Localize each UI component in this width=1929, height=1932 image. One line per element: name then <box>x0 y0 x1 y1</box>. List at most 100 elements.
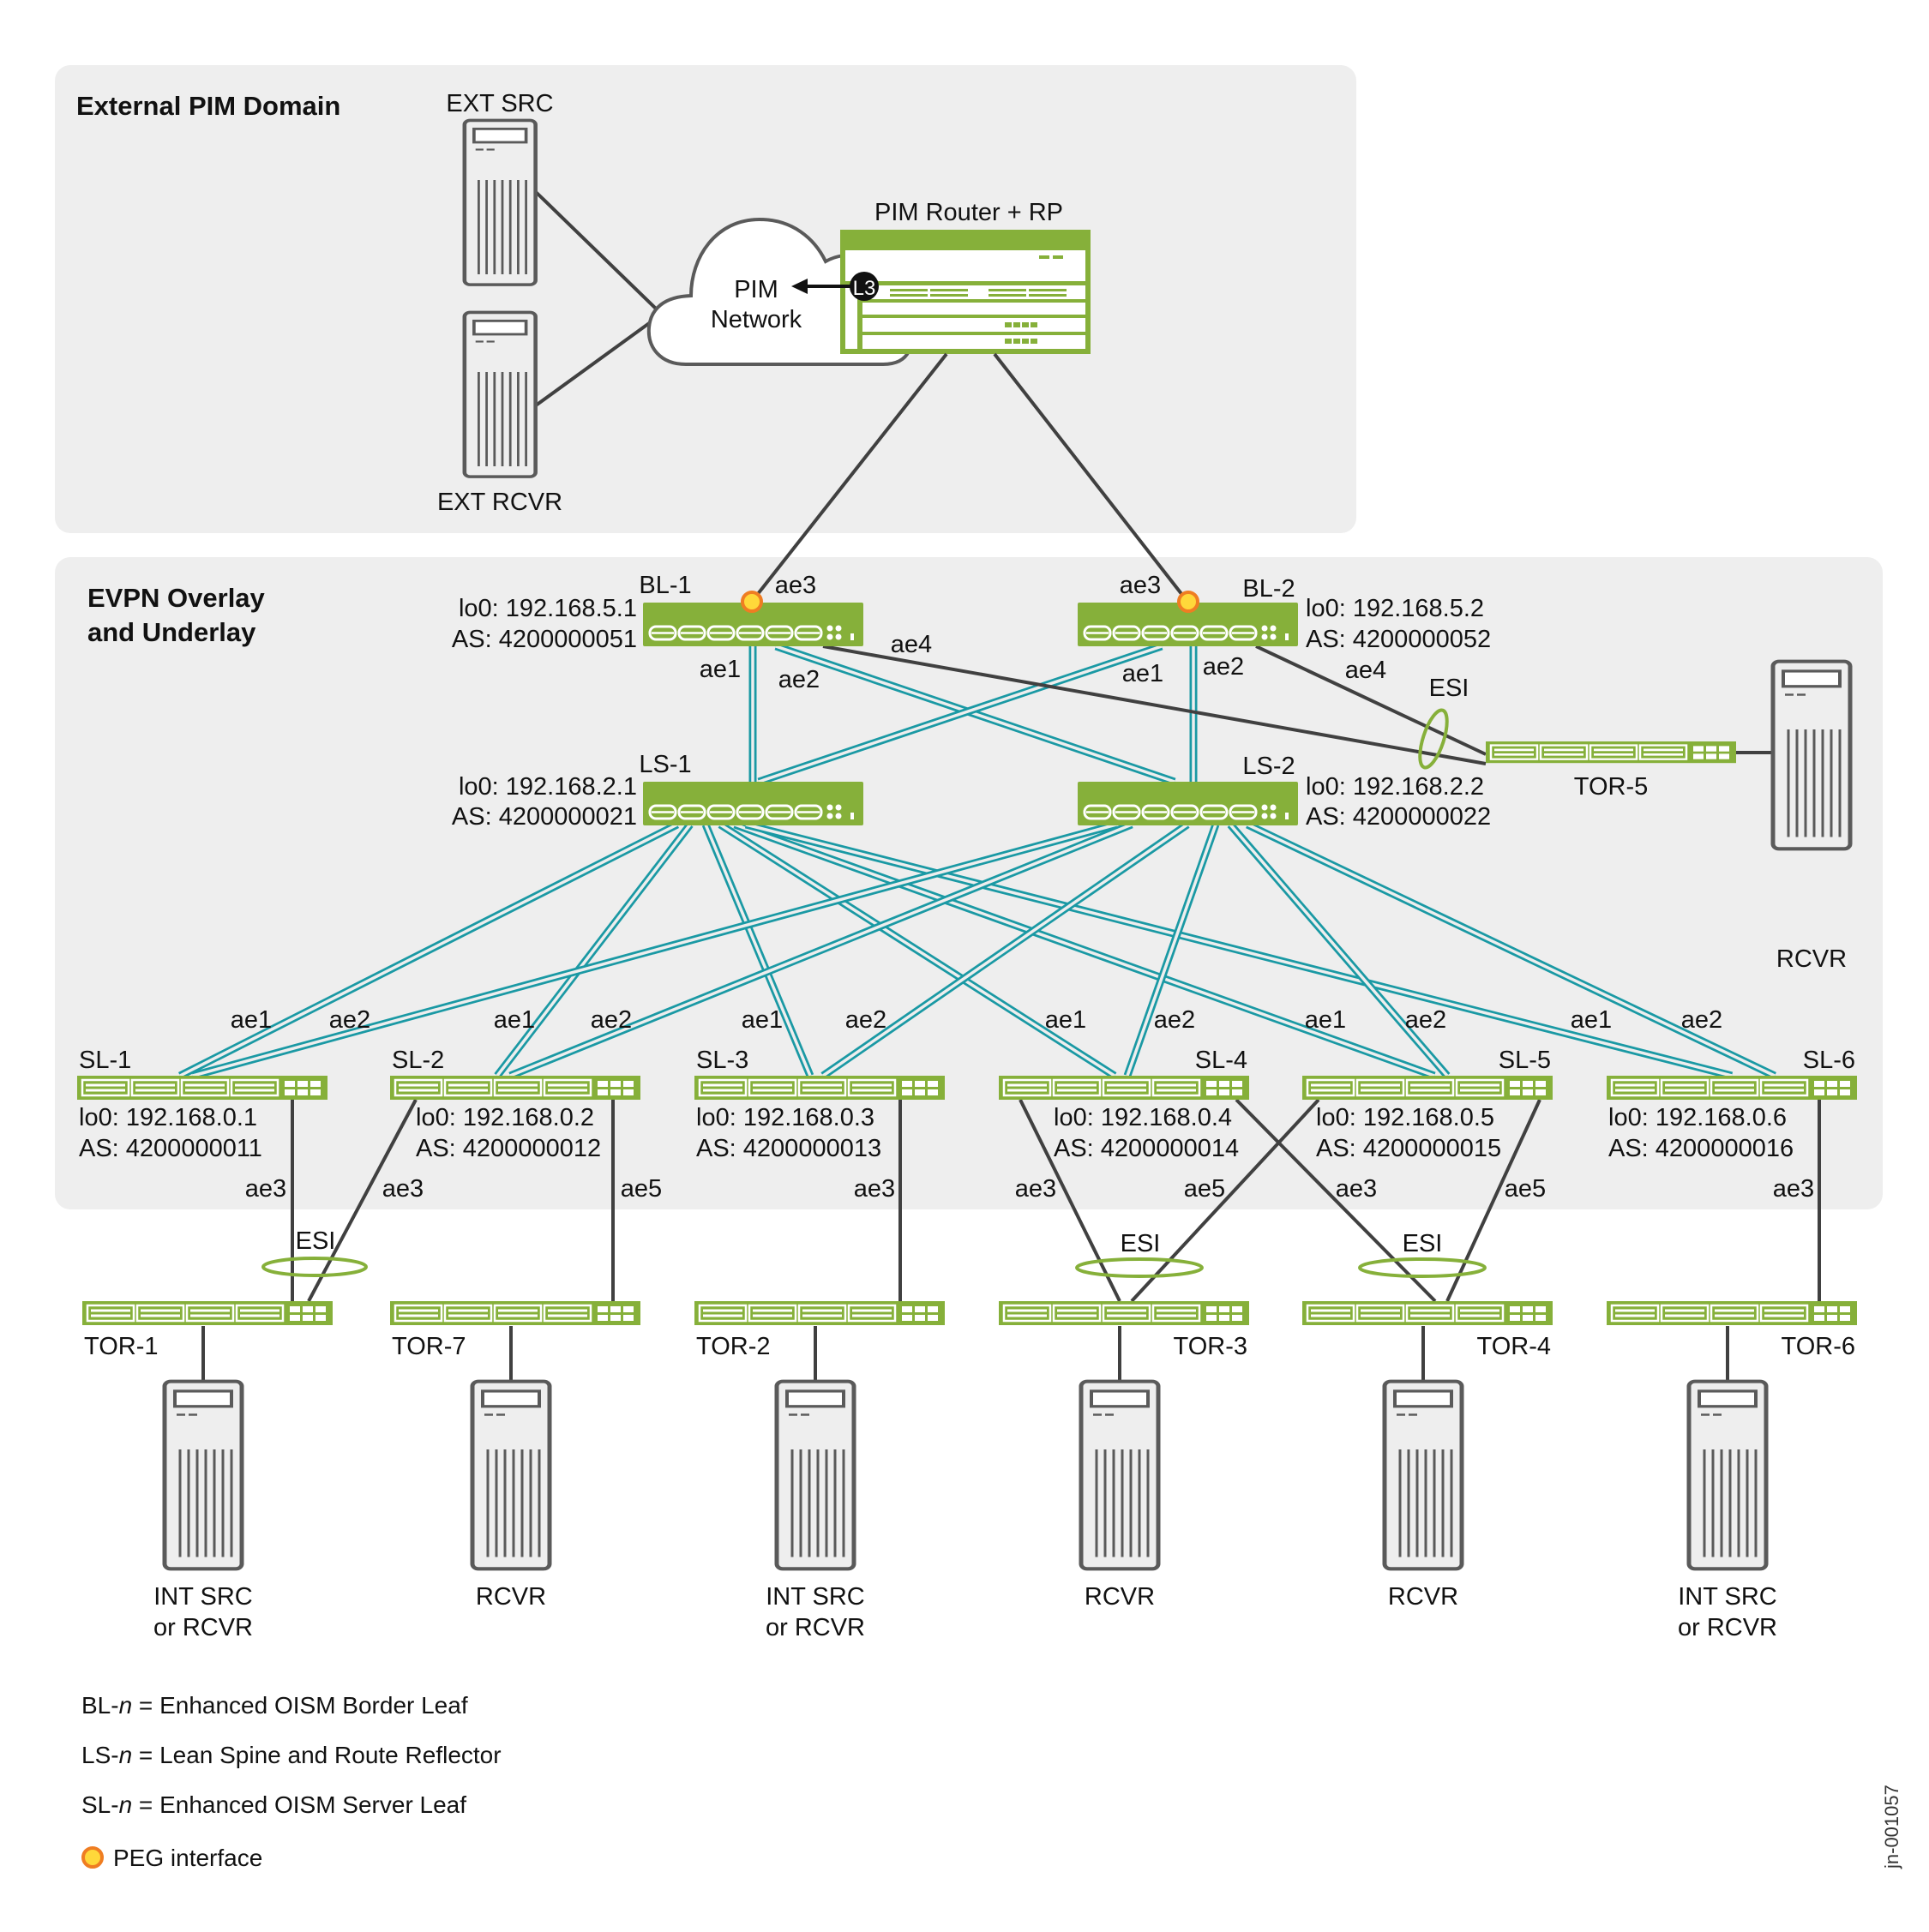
ls1-lo0: lo0: 192.168.2.1 <box>459 773 637 801</box>
tor5-rcvr-label: RCVR <box>1776 945 1847 973</box>
sl6-switch[interactable] <box>1605 1074 1859 1101</box>
cloud-label-line2: Network <box>711 306 802 333</box>
tor7-switch[interactable] <box>388 1299 642 1327</box>
sl2-as: AS: 4200000012 <box>416 1135 601 1162</box>
sl4-lo0: lo0: 192.168.0.4 <box>1054 1104 1232 1131</box>
tor1-switch[interactable] <box>81 1299 334 1327</box>
sl3-ae3: ae3 <box>854 1175 895 1203</box>
bl2-ae1: ae1 <box>1122 660 1163 687</box>
sl4-ae1: ae1 <box>1045 1006 1086 1034</box>
link-bl1-ls2 <box>774 642 1176 786</box>
tor5-switch[interactable] <box>1484 740 1738 765</box>
link-bl2-tor5 <box>1255 645 1487 756</box>
link-ls2-sl6 <box>1246 820 1776 1080</box>
sl2-name: SL-2 <box>392 1047 444 1074</box>
legend-ls: LS-n = Lean Spine and Route Reflector <box>81 1742 502 1768</box>
link-ls1-sl3 <box>701 823 814 1077</box>
bl2-lo0: lo0: 192.168.5.2 <box>1306 595 1484 622</box>
tor1-name: TOR-1 <box>84 1333 158 1360</box>
sl1-switch[interactable] <box>75 1074 329 1101</box>
ls2-switch[interactable] <box>1076 780 1300 827</box>
sl4-switch[interactable] <box>997 1074 1251 1101</box>
link-ls1-sl6 <box>744 820 1734 1080</box>
sl3-as: AS: 4200000013 <box>696 1135 881 1162</box>
link-ls2-sl3 <box>820 821 1190 1079</box>
ls2-as: AS: 4200000022 <box>1306 803 1491 831</box>
sl4-name: SL-4 <box>1195 1047 1247 1074</box>
tor2-server-icon <box>777 1382 854 1569</box>
pim-router-label: PIM Router + RP <box>874 199 1063 226</box>
bl1-ae1: ae1 <box>700 656 741 683</box>
link-ls2-sl1 <box>191 820 1118 1080</box>
tor1-server-label: or RCVR <box>153 1614 253 1641</box>
sl4-ae2: ae2 <box>1154 1006 1195 1034</box>
document-id: jn-001057 <box>1881 1785 1902 1869</box>
external-region-title: External PIM Domain <box>76 91 340 121</box>
tor2-switch[interactable] <box>693 1299 946 1327</box>
tor6-switch[interactable] <box>1605 1299 1859 1327</box>
sl5-as: AS: 4200000015 <box>1316 1135 1501 1162</box>
link-extsrc-cloud <box>534 190 658 310</box>
bl1-ae3: ae3 <box>775 572 816 599</box>
l3-badge-label: L3 <box>853 277 876 300</box>
sl5-ae1: ae1 <box>1305 1006 1346 1034</box>
tor4-switch[interactable] <box>1301 1299 1554 1327</box>
sl1-as: AS: 4200000011 <box>79 1135 262 1162</box>
sl5-lo0: lo0: 192.168.0.5 <box>1316 1104 1494 1131</box>
evpn-region-title-line2: and Underlay <box>87 617 256 647</box>
bl2-as: AS: 4200000052 <box>1306 626 1491 653</box>
sl5-ae3: ae3 <box>1336 1175 1377 1203</box>
bl2-ae4: ae4 <box>1345 657 1386 684</box>
link-ls1-sl2 <box>494 822 694 1078</box>
pim-router-icon <box>840 230 1091 354</box>
sl2-switch[interactable] <box>388 1074 642 1101</box>
tor3-name: TOR-3 <box>1174 1333 1247 1360</box>
ext-rcvr-label: EXT RCVR <box>437 489 562 516</box>
sl3-ae1: ae1 <box>742 1006 783 1034</box>
esi-tor1-label: ESI <box>296 1227 336 1255</box>
ext-src-server-icon <box>465 120 536 285</box>
bl1-as: AS: 4200000051 <box>452 626 637 653</box>
bl2-ae2: ae2 <box>1203 653 1244 681</box>
sl5-switch[interactable] <box>1301 1074 1554 1101</box>
esi-tor5-label: ESI <box>1429 675 1469 702</box>
esi-tor4-label: ESI <box>1403 1230 1443 1257</box>
sl2-ae5: ae5 <box>621 1175 662 1203</box>
sl2-ae3: ae3 <box>382 1175 424 1203</box>
sl5-name: SL-5 <box>1499 1047 1551 1074</box>
link-bl2-ls1 <box>757 642 1163 786</box>
sl1-lo0: lo0: 192.168.0.1 <box>79 1104 257 1131</box>
legend-bl: BL-n = Enhanced OISM Border Leaf <box>81 1692 468 1719</box>
tor1-server-icon <box>165 1382 242 1569</box>
link-ls1-sl5 <box>733 820 1436 1080</box>
sl1-name: SL-1 <box>79 1047 131 1074</box>
legend-peg-icon <box>81 1846 104 1869</box>
tor4-server-icon <box>1385 1382 1462 1569</box>
tor6-server-icon <box>1689 1382 1766 1569</box>
ls1-switch[interactable] <box>641 780 865 827</box>
ext-src-label: EXT SRC <box>446 90 553 117</box>
sl6-ae1: ae1 <box>1571 1006 1612 1034</box>
tor3-server-label: RCVR <box>1085 1583 1155 1611</box>
sl3-switch[interactable] <box>693 1074 946 1101</box>
bl2-ae3: ae3 <box>1120 572 1161 599</box>
sl3-ae2: ae2 <box>845 1006 886 1034</box>
sl3-lo0: lo0: 192.168.0.3 <box>696 1104 874 1131</box>
sl5-ae2: ae2 <box>1405 1006 1446 1034</box>
bl1-ae4: ae4 <box>891 631 932 658</box>
sl1-ae1: ae1 <box>231 1006 272 1034</box>
arrow-left-icon <box>791 279 808 294</box>
ls1-name: LS-1 <box>639 751 691 778</box>
sl6-ae2: ae2 <box>1681 1006 1722 1034</box>
tor4-name: TOR-4 <box>1477 1333 1551 1360</box>
cloud-label-line1: PIM <box>734 276 778 303</box>
legend-sl: SL-n = Enhanced OISM Server Leaf <box>81 1791 466 1818</box>
tor7-name: TOR-7 <box>392 1333 466 1360</box>
sl4-ae5: ae5 <box>1184 1175 1225 1203</box>
ls2-lo0: lo0: 192.168.2.2 <box>1306 773 1484 801</box>
bl1-name: BL-1 <box>639 572 691 599</box>
bl1-ae2: ae2 <box>778 666 820 693</box>
ext-rcvr-server-icon <box>465 312 536 477</box>
tor3-switch[interactable] <box>997 1299 1251 1327</box>
